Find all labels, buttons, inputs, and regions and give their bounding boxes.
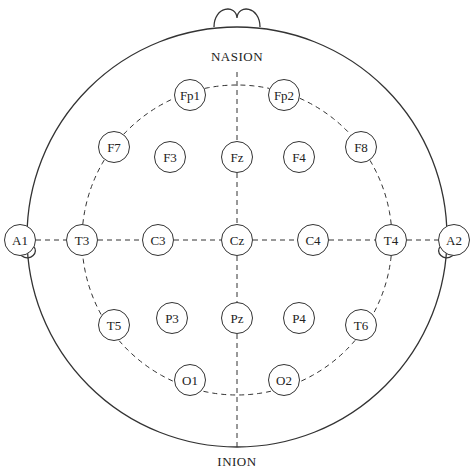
electrode-circle: F7: [98, 131, 130, 163]
electrode-circle: P4: [283, 302, 315, 334]
dashed-connector: [370, 160, 391, 224]
electrode-label: C3: [150, 234, 165, 247]
midline-bottom: [237, 334, 238, 447]
midline-top: [237, 72, 238, 141]
landmark-label: INION: [215, 454, 258, 470]
electrode-label: A2: [446, 234, 462, 247]
electrode-circle: O1: [174, 364, 206, 396]
electrode-label: Fp1: [180, 89, 200, 102]
dashed-connector: [407, 240, 438, 241]
electrode-label: F7: [107, 141, 121, 154]
electrode-label: T6: [354, 319, 368, 332]
dashed-connector: [124, 98, 175, 134]
dashed-connector: [119, 341, 173, 381]
dashed-connector: [203, 391, 271, 395]
electrode-circle: O2: [268, 364, 300, 396]
electrode-circle: T6: [345, 309, 377, 341]
electrode-circle: Fp1: [174, 79, 206, 111]
nose-outline: [214, 9, 260, 27]
electrode-circle: F8: [345, 131, 377, 163]
electrode-label: Fz: [231, 151, 244, 164]
landmark-label: NASION: [209, 49, 265, 65]
electrode-circle: T5: [98, 309, 130, 341]
electrode-circle: C4: [297, 224, 329, 256]
electrode-label: T4: [384, 234, 398, 247]
head-circle: [27, 27, 447, 447]
dashed-connector: [301, 340, 355, 381]
electrode-label: Cz: [230, 234, 244, 247]
dashed-connector: [83, 256, 101, 315]
electrode-label: O1: [182, 374, 198, 387]
electrode-label: F4: [292, 151, 306, 164]
dashed-connector: [83, 160, 105, 224]
dashed-connector: [253, 240, 297, 241]
dashed-connector: [300, 98, 351, 134]
electrode-label: T3: [75, 234, 89, 247]
electrode-label: T5: [107, 319, 121, 332]
dashed-connector: [373, 256, 391, 314]
electrode-circle: T4: [375, 224, 407, 256]
dashed-connector: [98, 240, 142, 241]
electrode-circle: A2: [438, 224, 470, 256]
electrode-circle: C3: [142, 224, 174, 256]
electrode-circle: F4: [283, 141, 315, 173]
electrode-label: F3: [163, 151, 177, 164]
electrode-circle: Fz: [221, 141, 253, 173]
electrode-circle: F3: [154, 141, 186, 173]
electrode-circle: T3: [66, 224, 98, 256]
electrode-circle: A1: [4, 224, 36, 256]
electrode-circle: Cz: [221, 224, 253, 256]
electrode-circle: Fp2: [268, 79, 300, 111]
electrode-label: Fp2: [274, 89, 294, 102]
electrode-label: P4: [292, 312, 306, 325]
electrode-circle: P3: [156, 302, 188, 334]
electrode-label: F8: [354, 141, 368, 154]
electrode-label: P3: [165, 312, 179, 325]
dashed-connector: [36, 240, 66, 241]
electrode-circle: Pz: [221, 302, 253, 334]
electrode-label: C4: [305, 234, 320, 247]
dashed-connector: [237, 256, 238, 302]
electrode-label: O2: [276, 374, 292, 387]
dashed-connector: [237, 173, 238, 224]
dashed-connector: [329, 240, 375, 241]
electrode-label: Pz: [231, 312, 244, 325]
dashed-connector: [174, 240, 221, 241]
electrode-label: A1: [12, 234, 28, 247]
dashed-connector: [205, 85, 270, 88]
